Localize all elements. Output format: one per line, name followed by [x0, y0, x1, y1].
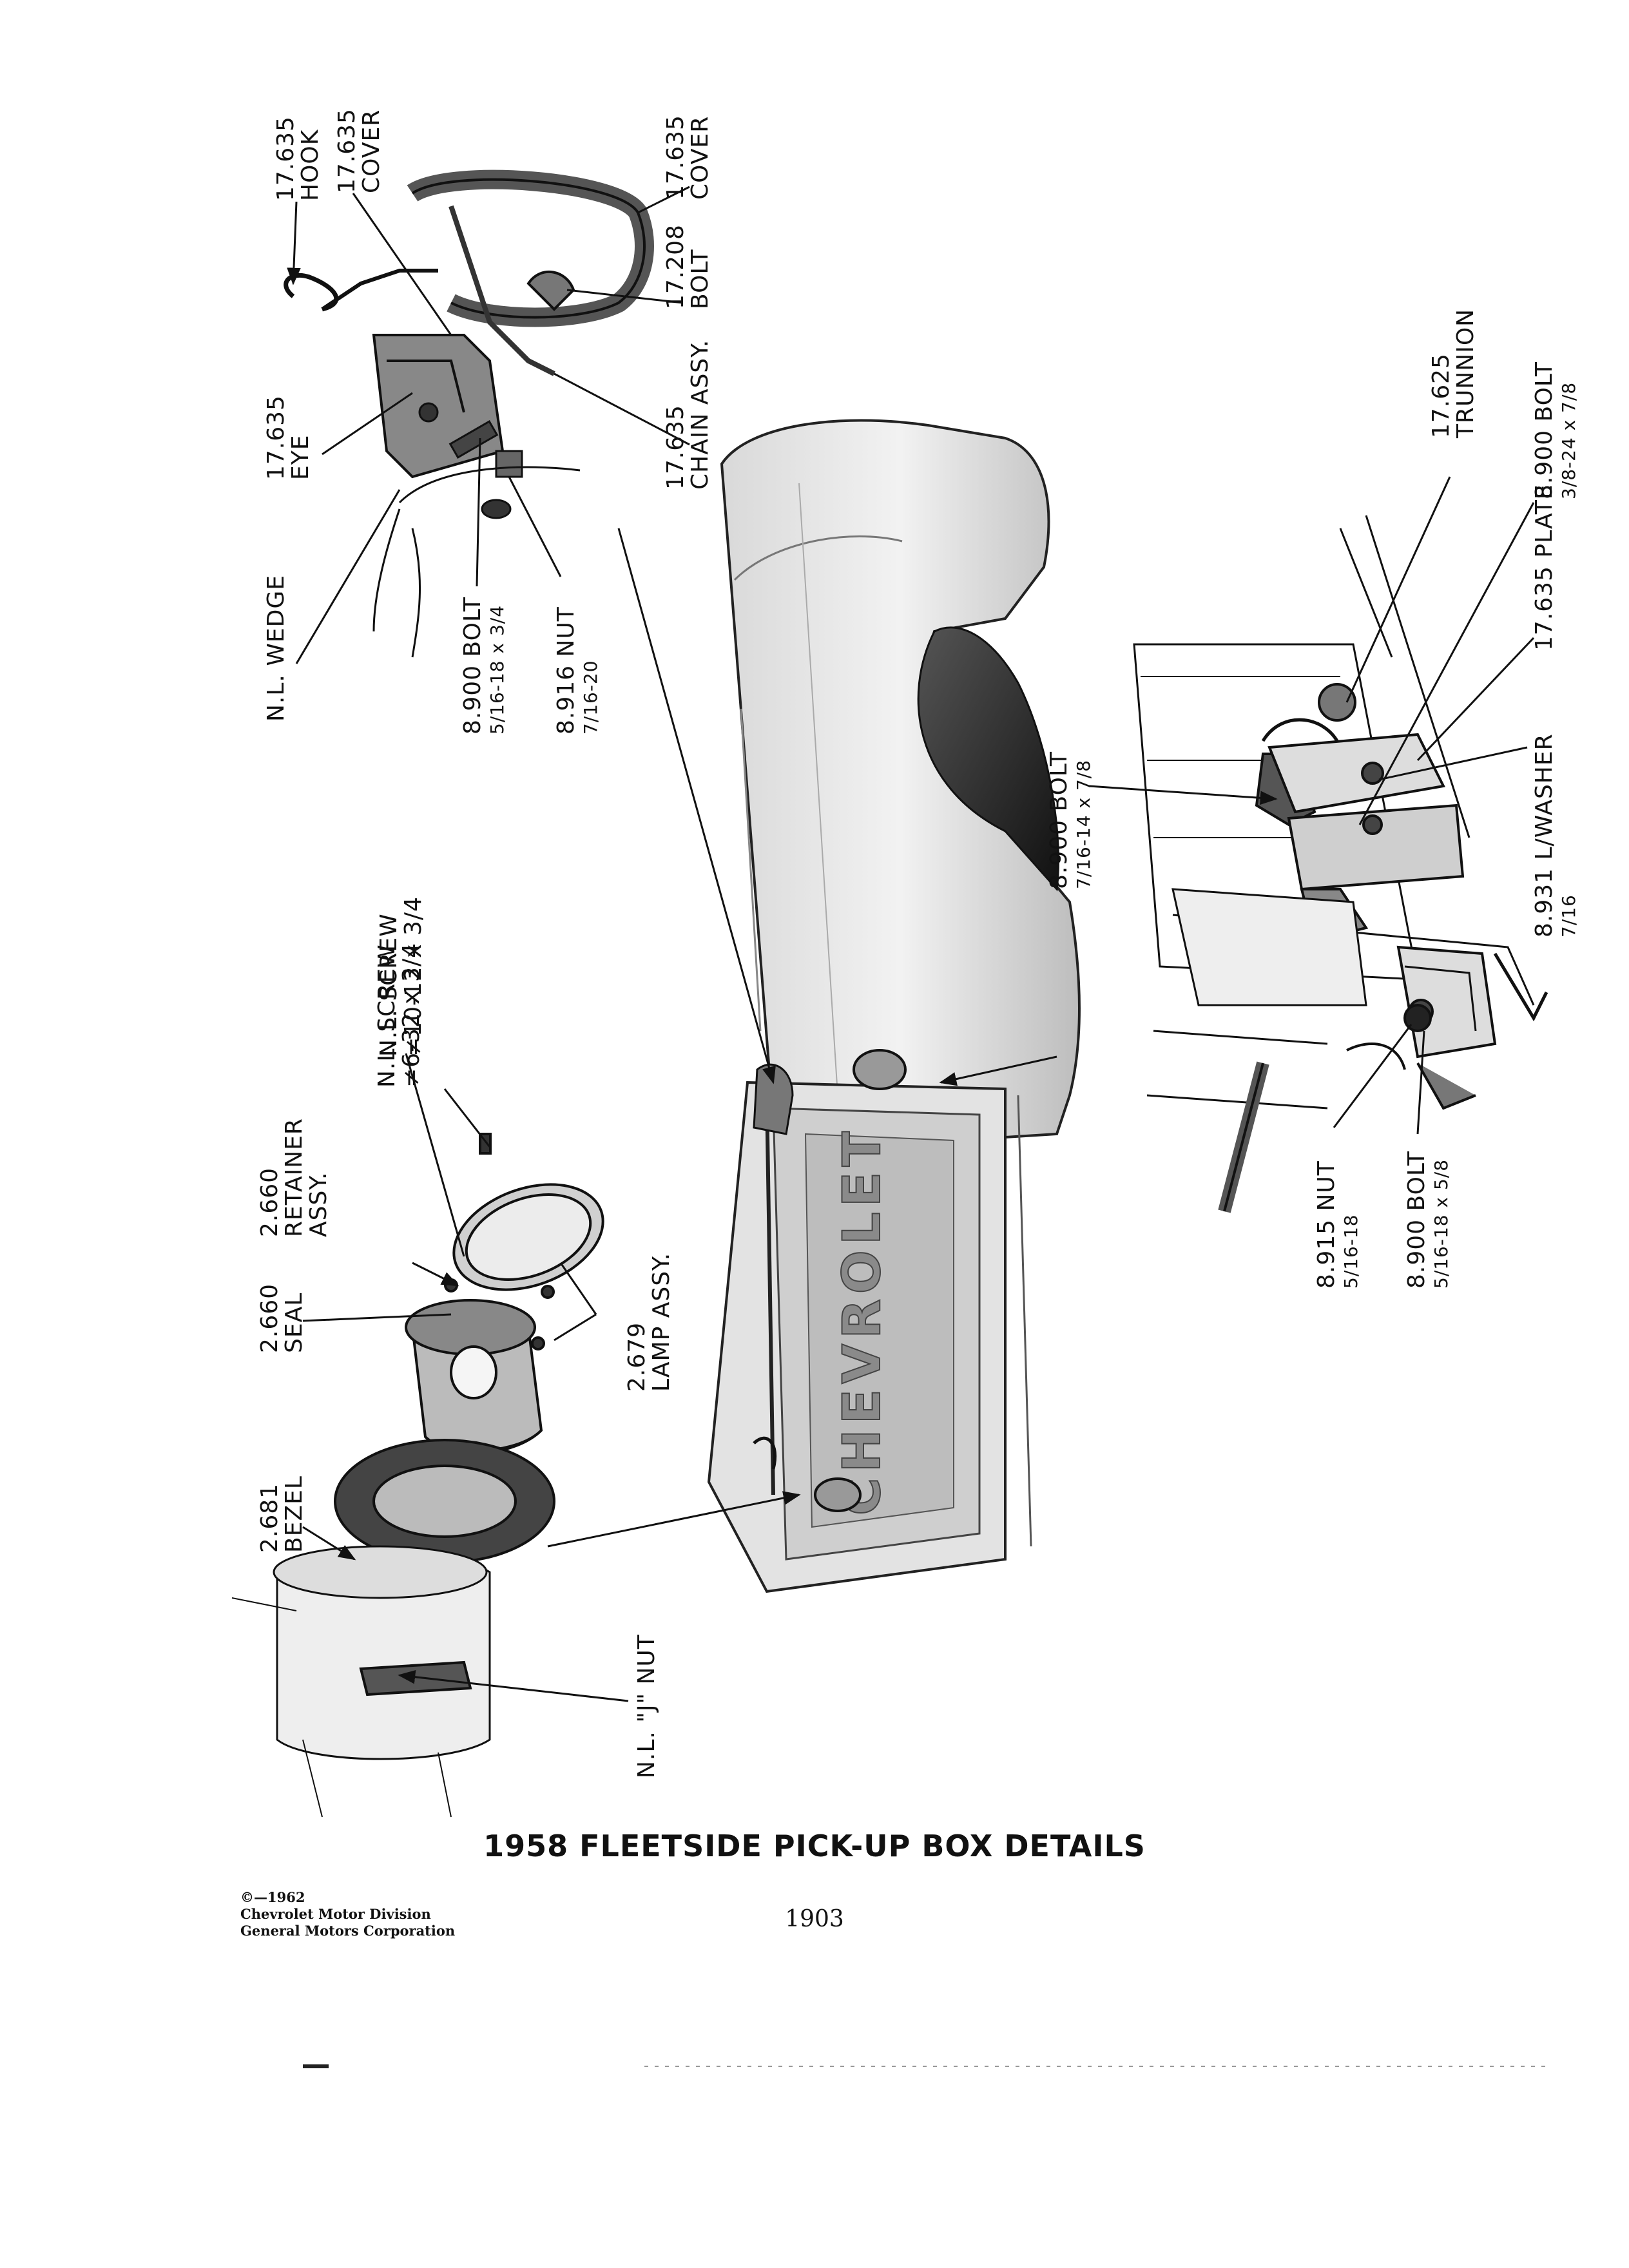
callout-bolt-5-16-5-8-name: 8.900 BOLT [1403, 1151, 1430, 1289]
callout-trunnion-number: 17.625 [1428, 353, 1454, 438]
callout-eye-name: EYE [287, 434, 314, 480]
callout-seal-name: SEAL [281, 1292, 307, 1353]
callout-wedge: N.L. WEDGE [263, 574, 289, 722]
tailgate-emblem: CHEVROLET [832, 1126, 892, 1515]
callout-chain-assy-name: CHAIN ASSY. [687, 339, 713, 490]
screw-6-32-callout: N.L. SCREW ≠6-32 x 3/4 [374, 943, 425, 1088]
callout-bezel-number: 2.681 [256, 1483, 283, 1553]
leader-lines [287, 186, 1535, 1702]
callout-lamp-assy: 2.679 LAMP ASSY. [624, 1252, 675, 1392]
callout-screw-6-32-size: ≠6-32 x 3/4 [398, 943, 425, 1088]
callout-chain-assy: 17.635 CHAIN ASSY. [662, 339, 713, 490]
trunnion-plate-detail [1133, 515, 1548, 1213]
callout-retainer: 2.660 RETAINER ASSY. [256, 1118, 332, 1237]
copyright-division: Chevrolet Motor Division [240, 1906, 431, 1922]
callout-washer-name: 8.931 L/WASHER [1531, 733, 1557, 937]
callout-lamp-assy-number: 2.679 [624, 1321, 650, 1392]
callout-trunnion-name: TRUNNION [1452, 308, 1479, 438]
lamp-socket-upper [853, 1049, 907, 1090]
callout-screw-6-32-name: N.L. SCREW [374, 944, 400, 1088]
callout-cover-outer: 17.635 COVER [662, 115, 713, 200]
callout-lamp-assy-name: LAMP ASSY. [648, 1252, 675, 1392]
callout-trunnion: 17.625 TRUNNION [1428, 308, 1479, 438]
callout-bolt-3-8: 8.900 BOLT 3/8-24 x 7/8 [1531, 361, 1581, 499]
callout-plate-name: 17.635 PLATE [1531, 484, 1557, 651]
copyright-year: ©—1962 [240, 1889, 305, 1905]
callout-cover-outer-number: 17.635 [662, 115, 689, 200]
callout-bolt-17208-number: 17.208 [662, 224, 689, 309]
callout-bolt-7-16-size: 7/16-14 x 7/8 [1073, 759, 1094, 889]
callout-bezel-name: BEZEL [281, 1475, 307, 1553]
callout-eye-number: 17.635 [263, 395, 289, 480]
callout-nut-8915-name: 8.915 NUT [1313, 1160, 1340, 1289]
callout-hook: 17.635 HOOK [273, 116, 323, 201]
pickup-box-panel: CHEVROLET [707, 419, 1081, 1593]
callout-chain-assy-number: 17.635 [662, 405, 689, 490]
callout-nut-8915: 8.915 NUT 5/16-18 [1313, 1160, 1364, 1289]
callout-bolt-5-16-5-8: 8.900 BOLT 5/16-18 x 5/8 [1403, 1151, 1454, 1289]
callout-j-nut-name: N.L. "J" NUT [633, 1634, 660, 1778]
callout-retainer-suffix: ASSY. [305, 1171, 332, 1237]
callout-bolt-5-16-5-8-size: 5/16-18 x 5/8 [1431, 1158, 1452, 1289]
callout-bolt-7-16-name: 8.900 BOLT [1046, 751, 1072, 889]
callout-bolt-7-16: 8.900 BOLT 7/16-14 x 7/8 [1046, 751, 1096, 889]
callout-bolt-17208-name: BOLT [687, 249, 713, 310]
callout-hook-name: HOOK [297, 129, 323, 201]
callout-retainer-name: RETAINER [281, 1118, 307, 1237]
page-number: 1903 [785, 1906, 844, 1932]
lamp-socket-lower [814, 1477, 862, 1512]
callout-plate: 17.635 PLATE [1531, 484, 1557, 651]
callout-washer-size: 7/16 [1558, 894, 1579, 937]
callout-seal-number: 2.660 [256, 1283, 283, 1353]
callout-nut-8916-name: 8.916 NUT [553, 606, 579, 735]
copyright-block: ©—1962 Chevrolet Motor Division General … [240, 1889, 455, 1939]
callout-nut-8916: 8.916 NUT 7/16-20 [553, 606, 603, 735]
callout-bolt-5-16: 8.900 BOLT 5/16-18 x 3/4 [459, 597, 510, 735]
callout-wedge-name: N.L. WEDGE [263, 574, 289, 722]
page-title: 1958 FLEETSIDE PICK-UP BOX DETAILS [483, 1829, 1146, 1863]
callout-j-nut: N.L. "J" NUT [633, 1634, 660, 1778]
callout-nut-8916-size: 7/16-20 [580, 660, 601, 735]
tailgate-chain-assembly [284, 169, 654, 658]
callout-bolt-17208: 17.208 BOLT [662, 224, 713, 310]
chain-bracket [753, 1063, 794, 1135]
callout-bolt-3-8-size: 3/8-24 x 7/8 [1558, 381, 1579, 499]
callout-nut-8915-size: 5/16-18 [1340, 1214, 1362, 1289]
copyright-corporation: General Motors Corporation [240, 1923, 456, 1939]
callout-eye: 17.635 EYE [263, 395, 314, 480]
callout-cover-inner-number: 17.635 [334, 108, 360, 193]
callout-cover-outer-name: COVER [687, 115, 713, 200]
callout-bolt-5-16-name: 8.900 BOLT [459, 597, 486, 735]
callout-seal: 2.660 SEAL [256, 1283, 307, 1353]
tail-lamp-assembly [231, 1133, 604, 1818]
callout-bolt-5-16-size: 5/16-18 x 3/4 [487, 604, 508, 735]
callout-bezel: 2.681 BEZEL [256, 1475, 307, 1553]
callout-cover-inner-name: COVER [358, 109, 385, 193]
callout-cover-inner: 17.635 COVER [334, 108, 385, 193]
callout-bolt-3-8-name: 8.900 BOLT [1531, 361, 1557, 499]
callout-retainer-number: 2.660 [256, 1167, 283, 1237]
callout-washer: 8.931 L/WASHER 7/16 [1531, 733, 1581, 937]
callout-hook-number: 17.635 [273, 116, 299, 201]
